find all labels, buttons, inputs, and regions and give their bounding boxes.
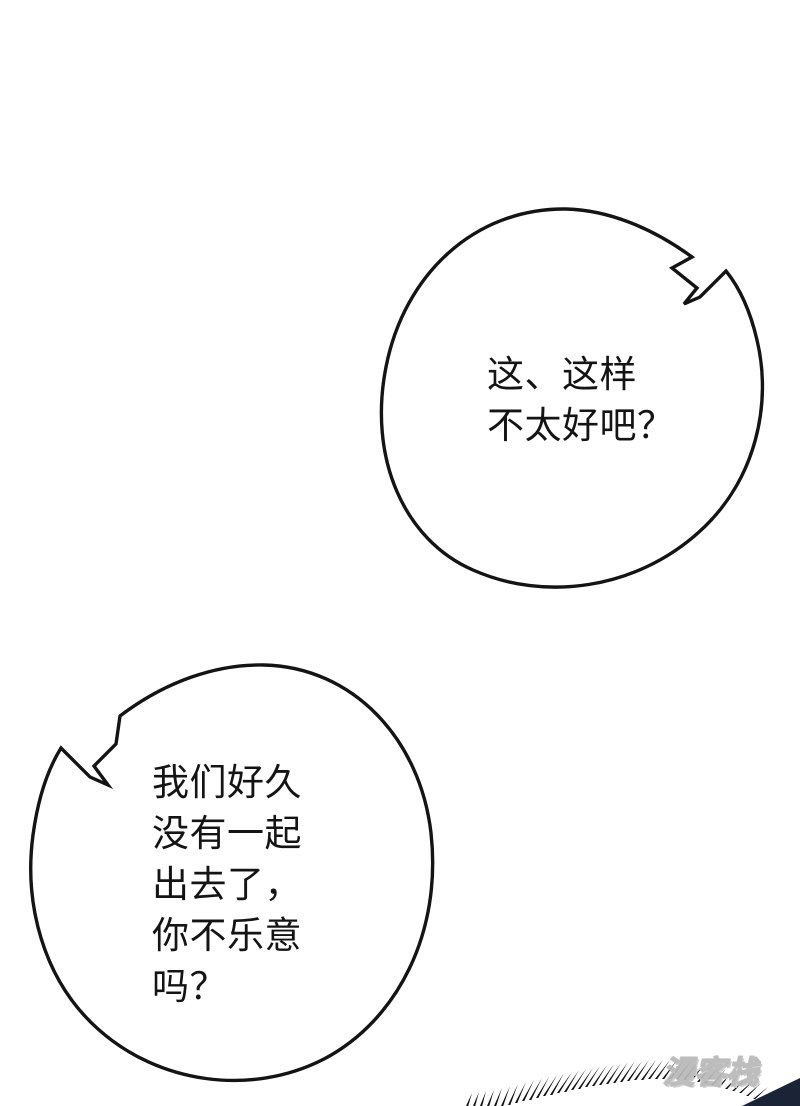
bubble-upper-right-text: 这、这样 不太好吧？ — [487, 354, 675, 446]
bubble-lower-left-text: 我们好久 没有一起 出去了， 你不乐意 吗？ — [152, 762, 302, 1007]
site-watermark: 漫客栈 — [662, 1054, 759, 1092]
